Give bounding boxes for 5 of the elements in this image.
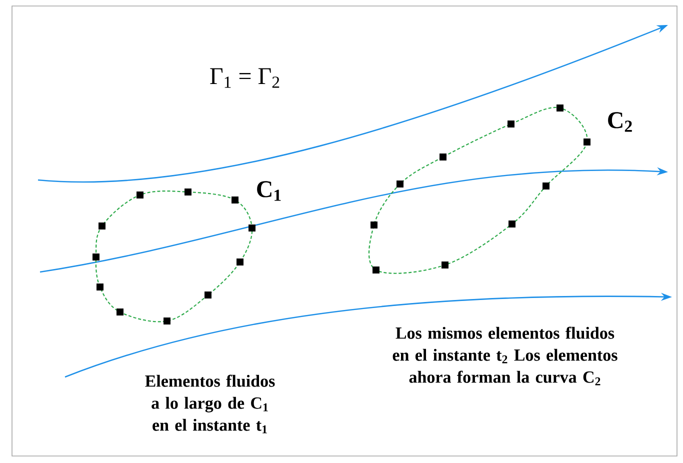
description-text: Los mismos elementos fluidos en el instante t$_{2}$ Los elementos ahora forman la curva C$_{2}$: [392, 326, 618, 386]
curve-label: C$_{1}$: [257, 181, 281, 201]
curve-label: C$_{2}$: [608, 112, 632, 132]
formula-label: Γ$_{1}$ = Γ$_{2}$: [210, 68, 280, 88]
description-text: Elementos fluidos a lo largo de C$_{1}$ en el instante t$_{1}$: [145, 374, 275, 434]
